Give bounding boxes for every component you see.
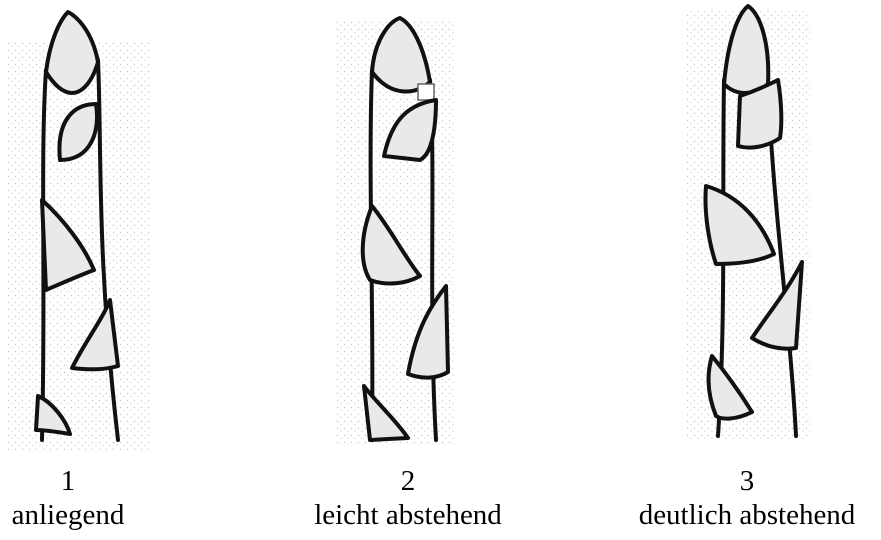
figure-number-2: 2 [278,464,538,498]
figure-label-3: deutlich abstehend [617,498,877,532]
spear-1-tip [46,12,98,93]
spear-2-drawing [335,18,455,445]
figure-number-3: 3 [617,464,877,498]
caption-3: 3 deutlich abstehend [617,464,877,532]
figure-number-1: 1 [0,464,198,498]
figure-label-2: leicht abstehend [278,498,538,532]
figure-label-1: anliegend [0,498,198,532]
spear-3-drawing [685,6,810,440]
spear-2-marker [418,84,434,100]
caption-2: 2 leicht abstehend [278,464,538,532]
caption-1: 1 anliegend [0,464,198,532]
spear-1-drawing [8,12,150,450]
